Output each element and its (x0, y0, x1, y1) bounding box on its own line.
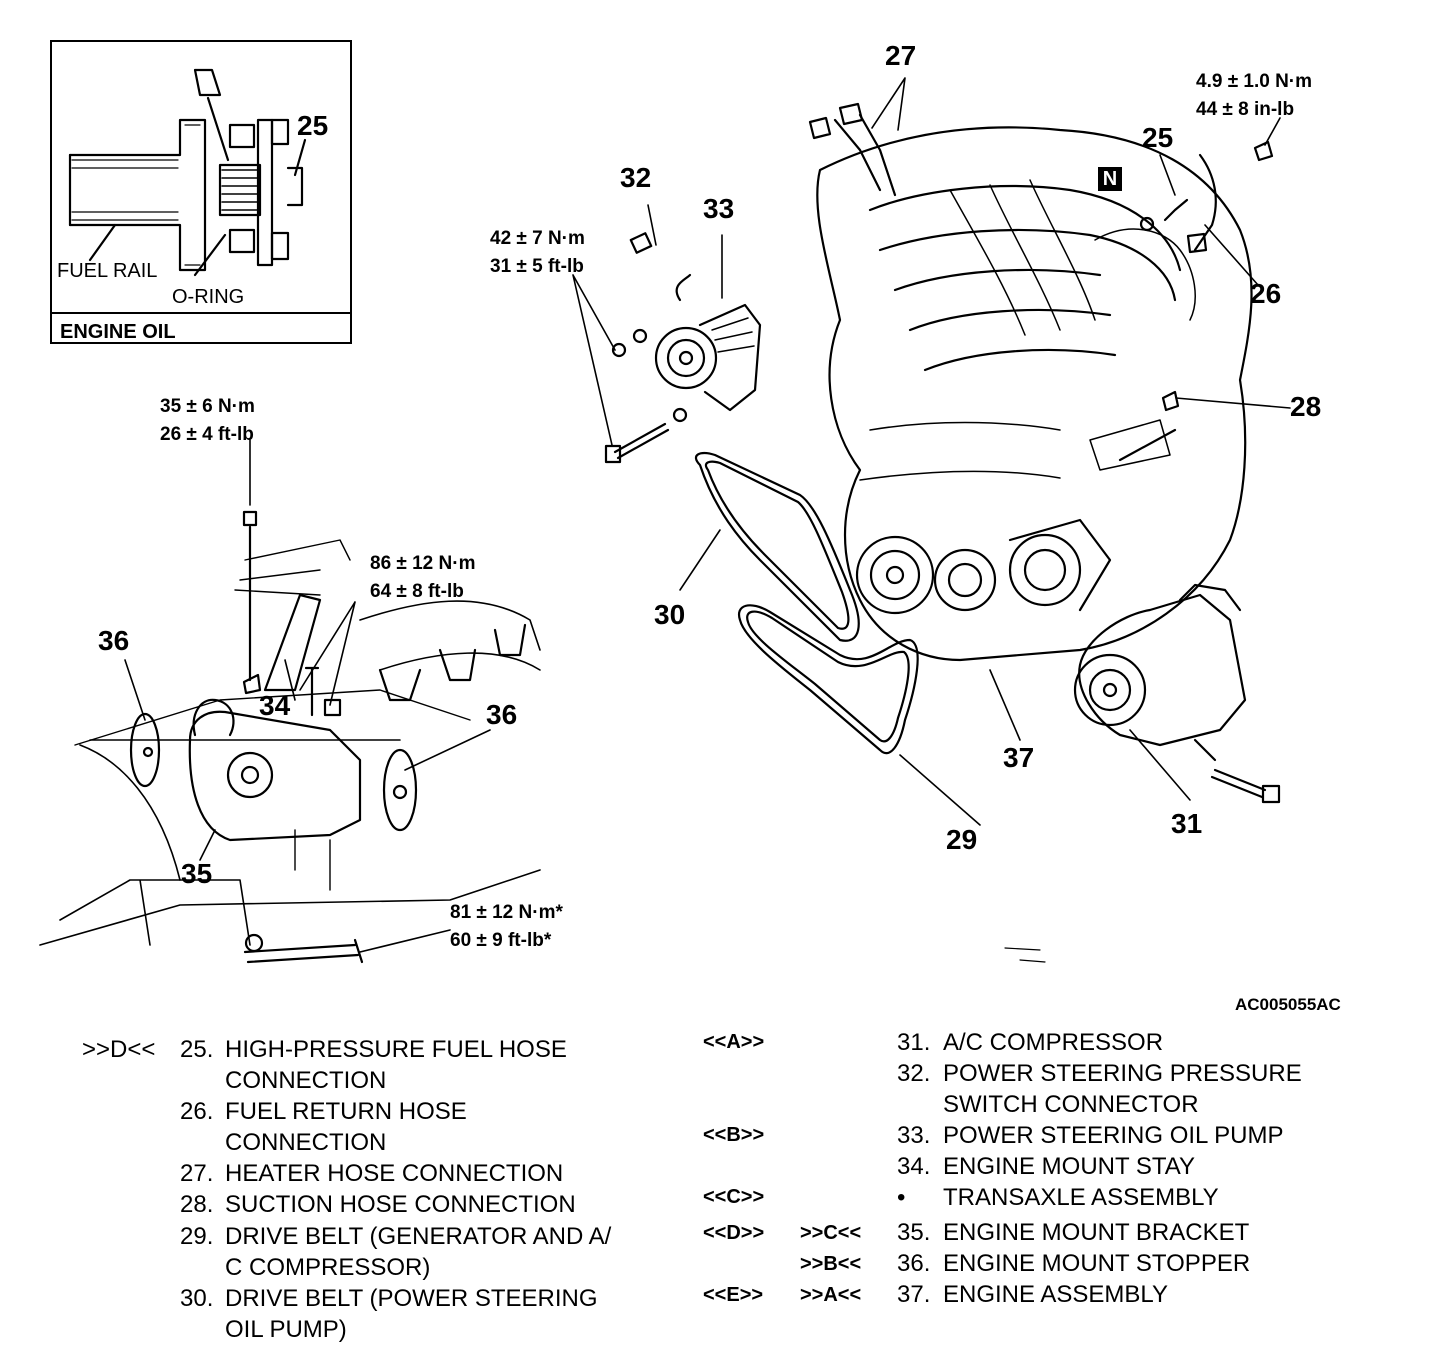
callout-36-right: 36 (486, 699, 518, 730)
callout-33: 33 (703, 193, 735, 224)
callout-25: 25 (1142, 122, 1174, 153)
legend-mark: >>D<< (82, 1036, 156, 1063)
inset-title: ENGINE OIL (60, 321, 176, 343)
legend-item-37: ENGINE ASSEMBLY (943, 1281, 1168, 1308)
legend-item-29-cont: C COMPRESSOR) (225, 1254, 431, 1281)
callout-35: 35 (181, 858, 213, 889)
legend-item-transaxle: TRANSAXLE ASSEMBLY (943, 1184, 1219, 1211)
figure-id: AC005055AC (1235, 995, 1341, 1014)
power-steering-pump (572, 204, 762, 464)
legend-mark: >>A<< (800, 1284, 862, 1306)
legend-num: 25. (180, 1036, 214, 1063)
torque-mount-ftlb: 60 ± 9 ft-lb* (450, 930, 552, 951)
legend-item-25-cont: CONNECTION (225, 1067, 387, 1094)
legend-num: 37. (897, 1281, 931, 1308)
callout-34: 34 (259, 690, 291, 721)
legend-num: 31. (897, 1029, 931, 1056)
legend-num: 36. (897, 1250, 931, 1277)
legend-item-25: HIGH-PRESSURE FUEL HOSE (225, 1036, 567, 1063)
dashed-marks (1004, 947, 1046, 963)
legend-item-32-cont: SWITCH CONNECTOR (943, 1091, 1199, 1118)
legend-num: 28. (180, 1191, 214, 1218)
legend-item-27: HEATER HOSE CONNECTION (225, 1160, 564, 1187)
legend-item-34: ENGINE MOUNT STAY (943, 1153, 1196, 1180)
legend-mark: <<A>> (703, 1031, 765, 1053)
torque-mount-nm: 81 ± 12 N·m* (450, 902, 563, 923)
non-reusable-badge: N (1098, 167, 1122, 191)
crank-pulleys (855, 518, 1112, 615)
engine-mount-bracket (129, 510, 418, 964)
callout-26: 26 (1250, 278, 1282, 309)
legend-num: 35. (897, 1219, 931, 1246)
callout-28: 28 (1290, 391, 1322, 422)
legend-mark: <<C>> (703, 1186, 765, 1208)
drive-belts (694, 451, 919, 755)
callout-27: 27 (885, 40, 917, 71)
leader-lines (124, 77, 1291, 953)
legend-item-31: A/C COMPRESSOR (943, 1029, 1164, 1056)
legend-num: 34. (897, 1153, 931, 1180)
legend-item-26-cont: CONNECTION (225, 1129, 387, 1156)
legend-mark: <<B>> (703, 1124, 765, 1146)
legend-item-26: FUEL RETURN HOSE (225, 1098, 467, 1125)
legend-item-33: POWER STEERING OIL PUMP (943, 1122, 1284, 1149)
torque-pump-nm: 42 ± 7 N·m (490, 228, 585, 249)
legend-num: 30. (180, 1285, 214, 1312)
legend-num: 33. (897, 1122, 931, 1149)
legend-item-36: ENGINE MOUNT STOPPER (943, 1250, 1251, 1277)
legend-item-29: DRIVE BELT (GENERATOR AND A/ (225, 1223, 612, 1250)
torque-35-ftlb: 64 ± 8 ft-lb (370, 581, 464, 602)
o-ring-label: O-RING (172, 286, 245, 308)
legend-num: 26. (180, 1098, 214, 1125)
legend-mark: >>B<< (800, 1253, 862, 1275)
torque-34-ftlb: 26 ± 4 ft-lb (160, 424, 254, 445)
legend-item-32: POWER STEERING PRESSURE (943, 1060, 1302, 1087)
legend-num: 32. (897, 1060, 931, 1087)
inset-footer (52, 312, 350, 342)
fuel-rail-inset (50, 40, 352, 344)
torque-pump-ftlb: 31 ± 5 ft-lb (490, 256, 584, 277)
legend-item-28: SUCTION HOSE CONNECTION (225, 1191, 576, 1218)
legend-mark: <<E>> (703, 1284, 764, 1306)
legend-num: 27. (180, 1160, 214, 1187)
legend-item-30-cont: OIL PUMP) (225, 1316, 347, 1343)
callout-31: 31 (1171, 808, 1203, 839)
legend-num: 29. (180, 1223, 214, 1250)
legend-bullet: • (897, 1184, 906, 1211)
legend-mark: >>C<< (800, 1222, 862, 1244)
exploded-view-drawing (39, 68, 1291, 964)
transaxle-assembly (39, 539, 541, 946)
fuel-rail-label: FUEL RAIL (57, 260, 158, 282)
ac-compressor (1073, 583, 1281, 804)
torque-34-nm: 35 ± 6 N·m (160, 396, 255, 417)
torque-35-nm: 86 ± 12 N·m (370, 553, 476, 574)
torque-25-nm: 4.9 ± 1.0 N·m (1196, 71, 1313, 92)
callout-30: 30 (654, 599, 686, 630)
callout-29: 29 (946, 824, 978, 855)
torque-25-inlb: 44 ± 8 in-lb (1196, 99, 1295, 120)
engine-block (808, 102, 1274, 662)
callout-32: 32 (620, 162, 652, 193)
legend-mark: <<D>> (703, 1222, 765, 1244)
legend-item-30: DRIVE BELT (POWER STEERING (225, 1285, 598, 1312)
fuel-rail-detail (68, 68, 307, 277)
legend-item-35: ENGINE MOUNT BRACKET (943, 1219, 1250, 1246)
inset-callout-25: 25 (297, 110, 329, 141)
callout-37: 37 (1003, 742, 1035, 773)
callout-36-left: 36 (98, 625, 130, 656)
